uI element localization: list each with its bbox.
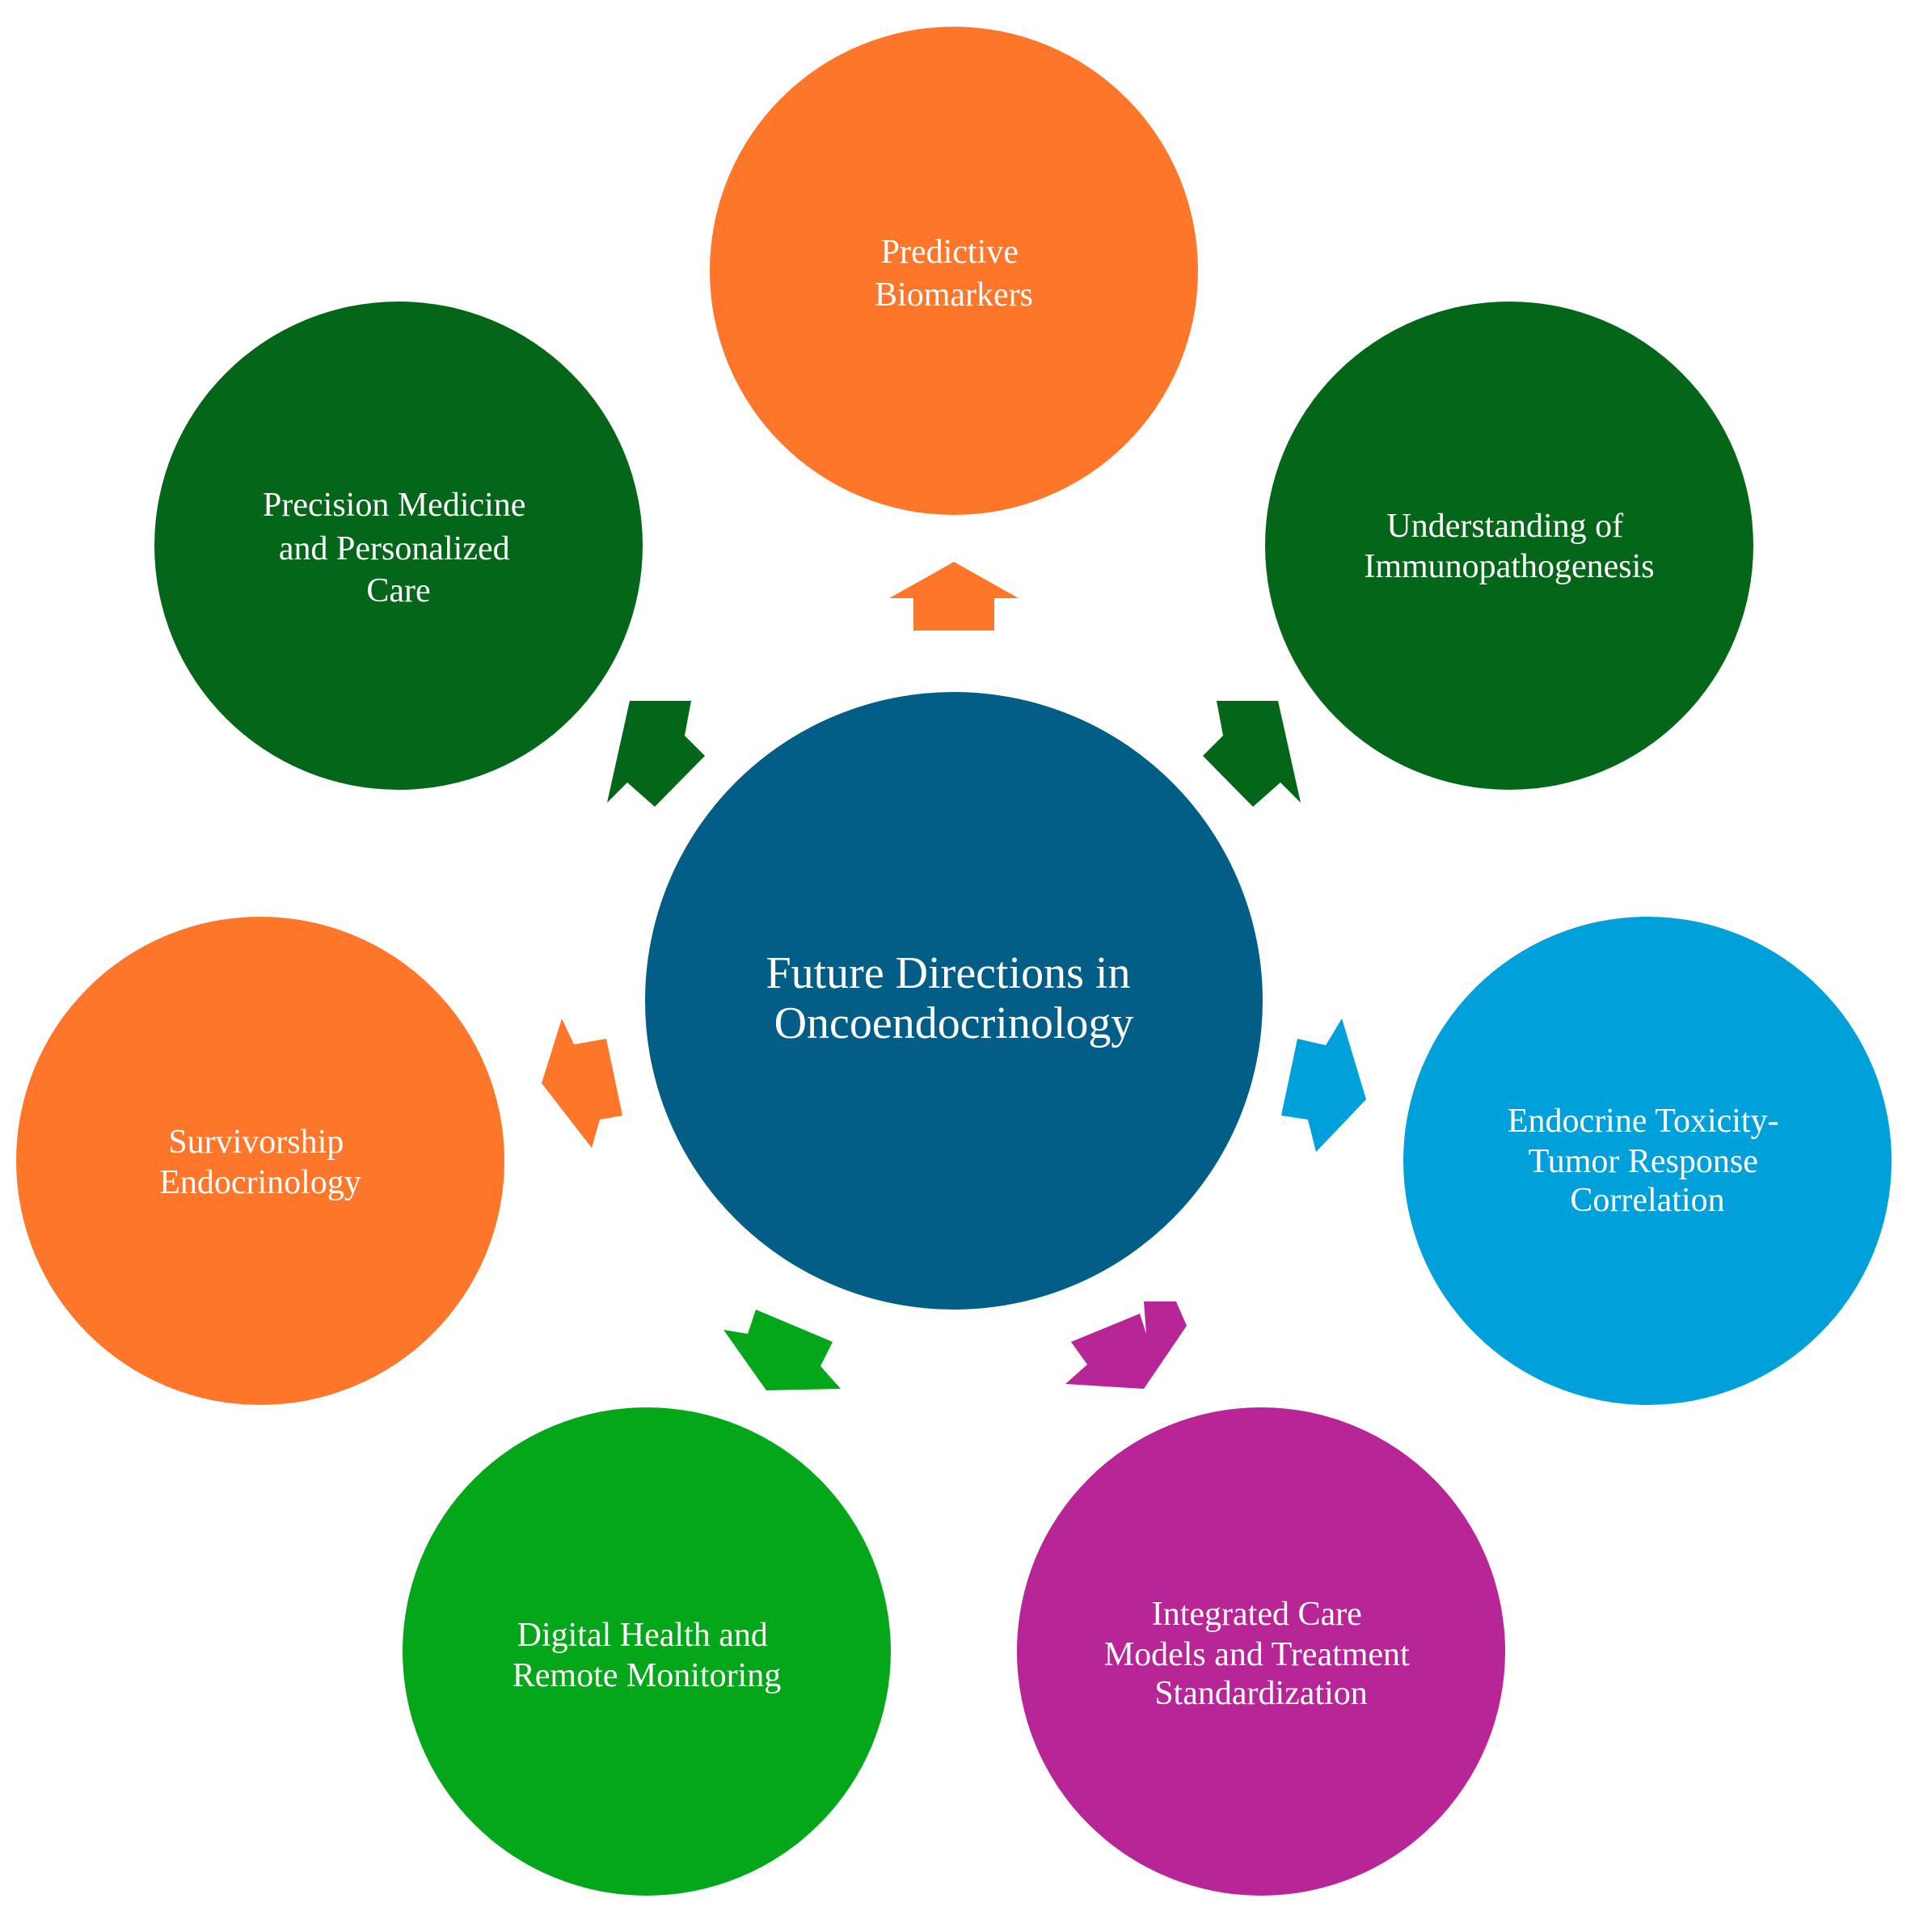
arrow-to-predictive-biomarkers: [889, 562, 1019, 631]
label-line: Remote Monitoring: [512, 1657, 781, 1694]
label-line: Tumor Response: [1529, 1143, 1758, 1180]
center-label: Future Directions in Oncoendocrinology: [766, 948, 1141, 1048]
label-line: Correlation: [1570, 1182, 1724, 1219]
label-line: Digital Health and: [517, 1617, 768, 1654]
label-line: Standardization: [1154, 1675, 1368, 1712]
label-line: Survivorship: [168, 1124, 344, 1161]
label-line: and Personalized: [279, 530, 510, 567]
center-label-line: Future Directions in: [766, 948, 1130, 998]
label-integrated-care: Integrated Care Models and Treatment Sta…: [1104, 1596, 1418, 1712]
arrows: [542, 562, 1366, 1390]
arrow-to-survivorship: [542, 1019, 622, 1148]
label-digital-health: Digital Health and Remote Monitoring: [512, 1617, 781, 1694]
label-line: Precision Medicine: [263, 487, 525, 524]
node-toxicity-response: [1403, 917, 1892, 1405]
label-line: Care: [366, 572, 430, 610]
label-line: Immunopathogenesis: [1364, 548, 1654, 585]
arrow-to-integrated-care: [1065, 1301, 1187, 1389]
label-line: Integrated Care: [1152, 1596, 1362, 1633]
label-line: Biomarkers: [875, 276, 1033, 314]
label-line: Predictive: [881, 234, 1019, 271]
label-predictive-biomarkers: Predictive Biomarkers: [875, 234, 1033, 314]
node-predictive-biomarkers: [710, 27, 1198, 515]
node-survivorship: [16, 917, 504, 1405]
center-node: [645, 692, 1263, 1310]
arrow-to-immunopathogenesis: [1203, 701, 1301, 807]
arrow-to-toxicity-response: [1281, 1019, 1366, 1152]
node-precision-medicine: [154, 302, 643, 790]
label-line: Endocrine Toxicity-: [1508, 1103, 1779, 1140]
node-immunopathogenesis: [1265, 302, 1753, 790]
label-immunopathogenesis: Understanding of Immunopathogenesis: [1364, 508, 1654, 585]
node-digital-health: [403, 1407, 891, 1896]
arrow-to-precision-medicine: [607, 701, 705, 807]
arrow-to-digital-health: [723, 1310, 841, 1390]
label-line: Understanding of: [1386, 508, 1623, 545]
label-precision-medicine: Precision Medicine and Personalized Care: [263, 487, 534, 610]
label-toxicity-response: Endocrine Toxicity- Tumor Response Corre…: [1508, 1103, 1787, 1219]
label-line: Endocrinology: [159, 1164, 361, 1201]
center-label-line: Oncoendocrinology: [774, 998, 1134, 1048]
label-survivorship: Survivorship Endocrinology: [159, 1124, 361, 1201]
node-integrated-care: [1017, 1407, 1505, 1896]
label-line: Models and Treatment: [1104, 1636, 1410, 1673]
